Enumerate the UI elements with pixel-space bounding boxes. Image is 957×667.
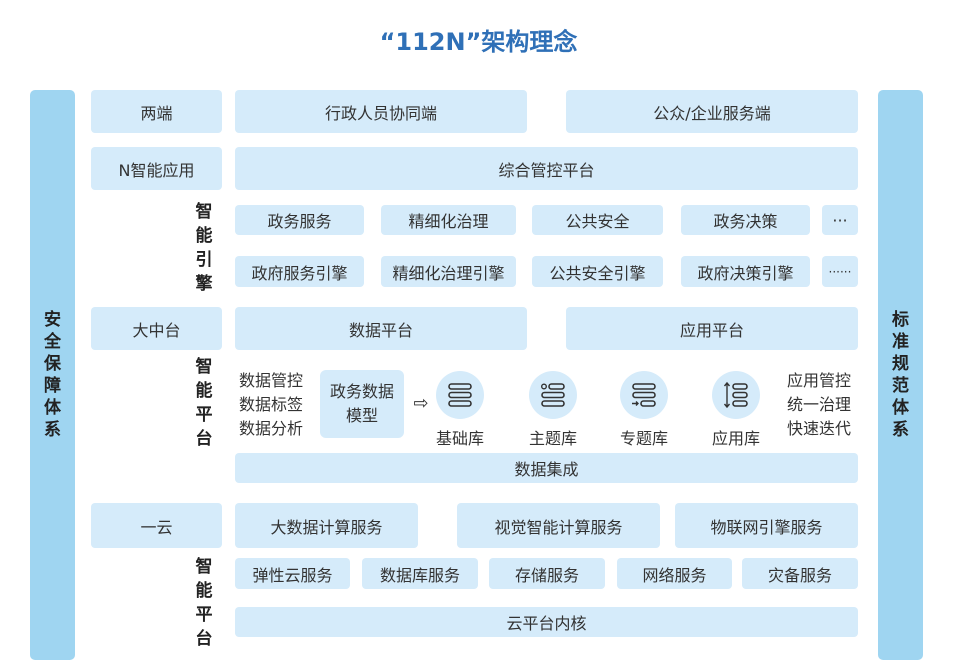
- middle-platform-label: 大中台: [91, 307, 222, 350]
- text: 数据分析: [238, 419, 303, 438]
- engine-item: 政务决策: [681, 205, 810, 235]
- diagram-title: “112N”架构理念: [379, 27, 578, 56]
- char: 障: [44, 376, 61, 396]
- cloud-service: 物联网引擎服务: [675, 503, 858, 548]
- infra-service: 网络服务: [617, 558, 732, 589]
- char: 安: [44, 310, 61, 330]
- engine-more: ······: [822, 256, 858, 287]
- lib-label: 专题库: [619, 429, 668, 448]
- char: 体: [892, 398, 909, 418]
- char: 范: [892, 376, 909, 396]
- char: 能: [195, 381, 213, 401]
- engine-more: ···: [822, 205, 858, 235]
- database-icon: [436, 371, 484, 419]
- char: 擎: [195, 274, 213, 294]
- data-integration: 数据集成: [235, 453, 858, 483]
- data-platform: 数据平台: [235, 307, 527, 350]
- text: 数据管控: [238, 371, 303, 390]
- text: 数据标签: [238, 395, 303, 414]
- char: 台: [195, 429, 213, 449]
- n-apps-label: N智能应用: [91, 147, 222, 190]
- engine-item: 政府决策引擎: [681, 256, 810, 287]
- char: 准: [892, 332, 909, 352]
- char: 智: [195, 357, 213, 377]
- infra-service: 存储服务: [489, 558, 605, 589]
- standards-system-bar: 标准规范体系: [878, 90, 923, 660]
- special-database-icon: [620, 371, 668, 419]
- char: 系: [892, 420, 909, 440]
- lib-label: 基础库: [435, 429, 484, 448]
- char: 系: [44, 420, 61, 440]
- cloud-label: 一云: [91, 503, 222, 548]
- char: 规: [892, 354, 909, 374]
- admin-collab-end: 行政人员协同端: [235, 90, 527, 133]
- char: 智: [195, 202, 213, 222]
- app-functions: 应用管控统一治理快速迭代: [779, 368, 859, 442]
- text: 快速迭代: [786, 419, 851, 438]
- char: 智: [195, 557, 213, 577]
- lib-label: 应用库: [711, 429, 760, 448]
- cloud-platform-label: 智能平台: [190, 555, 218, 651]
- engine-item: 精细化治理引擎: [381, 256, 516, 287]
- char: 引: [195, 250, 213, 270]
- engine-item: 公共安全: [532, 205, 663, 235]
- infra-service: 弹性云服务: [235, 558, 350, 589]
- text: 统一治理: [786, 395, 851, 414]
- char: 台: [195, 629, 213, 649]
- engine-item: 政务服务: [235, 205, 364, 235]
- arrow-right-icon: ⇨: [413, 392, 429, 414]
- platform-label: 智能平台: [190, 355, 218, 451]
- char: 标: [892, 310, 909, 330]
- engine-item: 政府服务引擎: [235, 256, 364, 287]
- engine-item: 精细化治理: [381, 205, 516, 235]
- engine-label: 智能引擎: [190, 200, 218, 296]
- char: 保: [44, 354, 61, 374]
- two-ends-label: 两端: [91, 90, 222, 133]
- cloud-service: 视觉智能计算服务: [457, 503, 660, 548]
- cloud-service: 大数据计算服务: [235, 503, 418, 548]
- infra-service: 数据库服务: [362, 558, 478, 589]
- security-system-bar: 安全保障体系: [30, 90, 75, 660]
- topic-database-icon: [529, 371, 577, 419]
- infra-service: 灾备服务: [742, 558, 858, 589]
- engine-item: 公共安全引擎: [532, 256, 663, 287]
- lib-label: 主题库: [528, 429, 577, 448]
- char: 能: [195, 581, 213, 601]
- gov-data-model: 政务数据模型: [320, 370, 404, 438]
- char: 体: [44, 398, 61, 418]
- char: 能: [195, 226, 213, 246]
- char: 平: [195, 405, 213, 425]
- char: 平: [195, 605, 213, 625]
- text: 应用管控: [786, 371, 851, 390]
- char: 全: [44, 332, 61, 352]
- cloud-kernel: 云平台内核: [235, 607, 858, 637]
- application-platform: 应用平台: [566, 307, 858, 350]
- integrated-control-platform: 综合管控平台: [235, 147, 858, 190]
- app-database-icon: [712, 371, 760, 419]
- public-enterprise-end: 公众/企业服务端: [566, 90, 858, 133]
- data-functions: 数据管控数据标签数据分析: [231, 368, 311, 442]
